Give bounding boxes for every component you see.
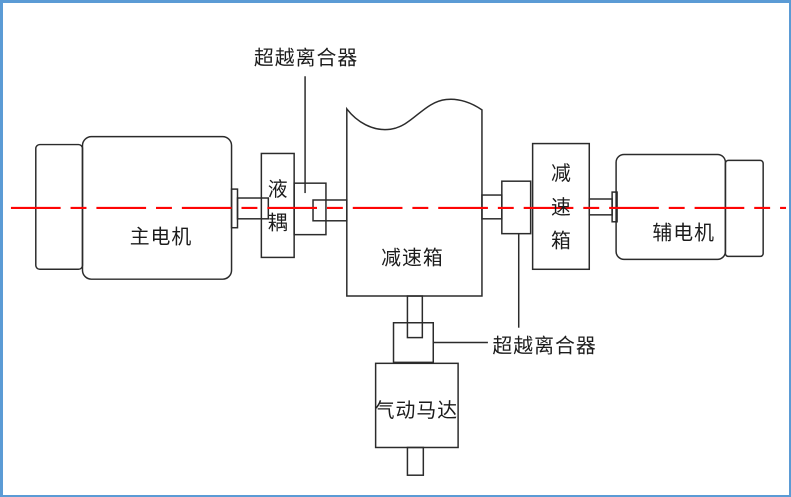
clutch-top-coupling-sleeve — [312, 199, 348, 222]
aux-gearbox-label: 减速箱 — [551, 162, 572, 252]
clutch-top-label: 超越离合器 — [254, 46, 358, 69]
fluid-coupling-label: 液耦 — [268, 178, 289, 235]
aux-motor-label: 辅电机 — [652, 222, 715, 245]
clutch-bottom-box — [392, 322, 435, 364]
clutch-bottom-label: 超越离合器 — [492, 334, 596, 357]
fluid-coupling-box — [260, 152, 295, 259]
main-gearbox-outline — [346, 98, 483, 297]
main-motor-label: 主电机 — [130, 226, 193, 249]
main-gearbox-label: 减速箱 — [381, 246, 444, 269]
drive-train-diagram: 超越离合器 主电机 液耦 减速箱 减速箱 辅电机 超越离合器 气动马达 — [10, 46, 787, 476]
main-motor-shaft-flange — [230, 188, 239, 229]
gearbox-bottom-shaft — [406, 295, 424, 339]
pneumatic-motor-shaft — [406, 446, 425, 476]
pneumatic-motor-label: 气动马达 — [375, 399, 458, 422]
